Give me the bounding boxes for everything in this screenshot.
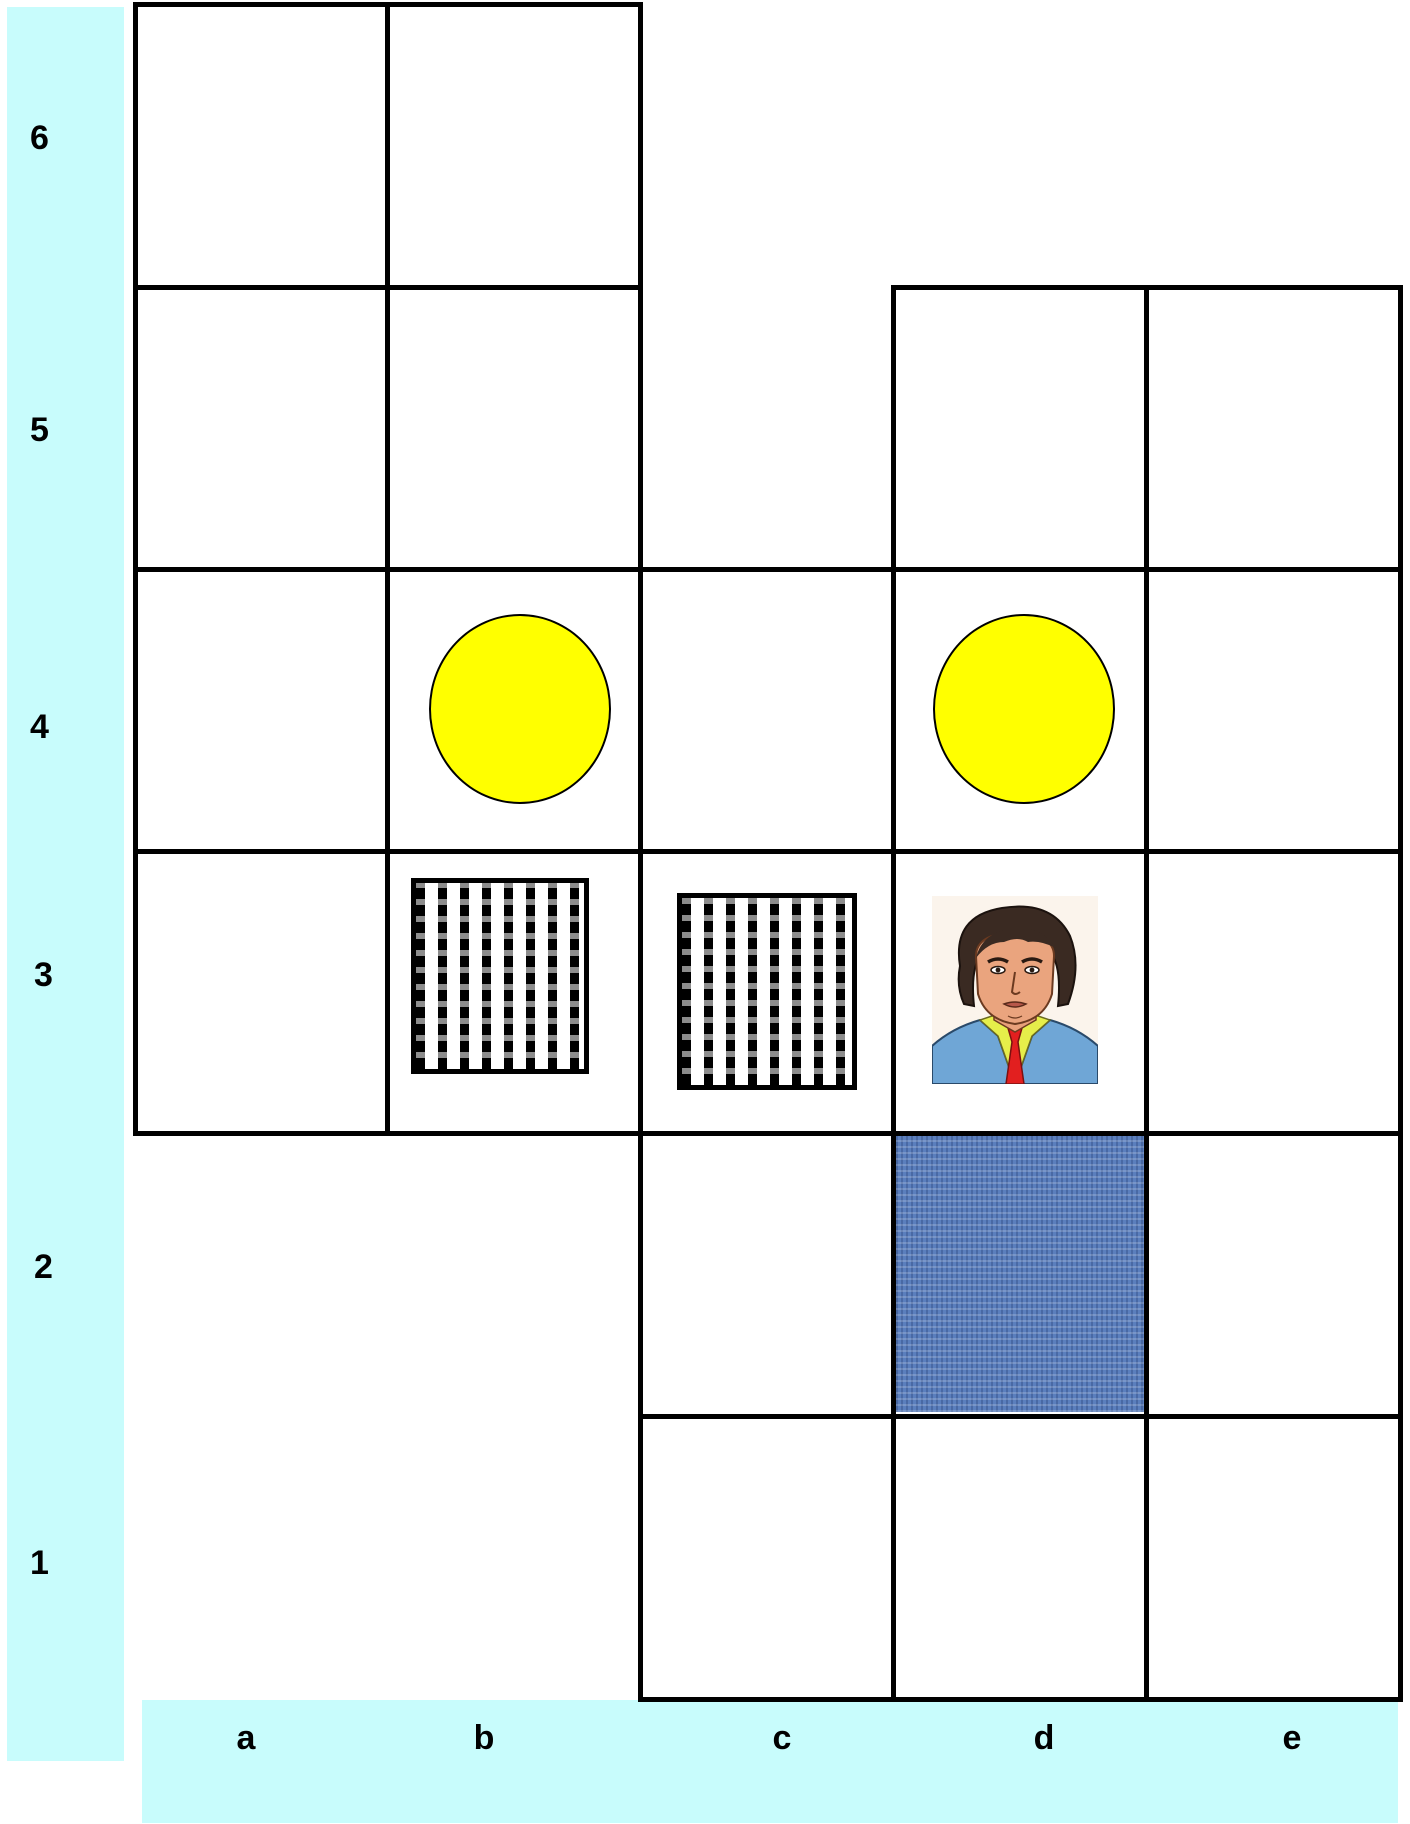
board-square-a4[interactable]	[133, 567, 390, 854]
checkered-block-c3[interactable]	[677, 893, 857, 1090]
board-square-e4[interactable]	[1144, 567, 1403, 854]
board-square-b6[interactable]	[385, 2, 643, 290]
board-square-a3[interactable]	[133, 849, 390, 1136]
board-square-a5[interactable]	[133, 285, 390, 572]
rank-label-1: 1	[30, 1543, 70, 1583]
file-label-e: e	[1262, 1718, 1322, 1758]
board-square-c4[interactable]	[638, 567, 896, 854]
board-square-a6[interactable]	[133, 2, 390, 290]
water-tile	[896, 1136, 1144, 1412]
board-square-b5[interactable]	[385, 285, 643, 572]
rank-label-3: 3	[34, 955, 74, 995]
board-square-e5[interactable]	[1144, 285, 1403, 572]
rank-label-4: 4	[30, 707, 70, 747]
board-square-c2[interactable]	[638, 1131, 896, 1419]
file-label-d: d	[1014, 1718, 1074, 1758]
board-square-e2[interactable]	[1144, 1131, 1403, 1419]
board-square-c1[interactable]	[638, 1414, 896, 1702]
rank-label-5: 5	[30, 410, 70, 450]
board-square-e1[interactable]	[1144, 1414, 1403, 1702]
file-label-c: c	[752, 1718, 812, 1758]
yellow-token-b4[interactable]	[429, 614, 611, 804]
rank-label-bar	[7, 7, 124, 1761]
rank-label-2: 2	[34, 1247, 74, 1287]
file-label-a: a	[216, 1718, 276, 1758]
player-portrait[interactable]	[932, 896, 1098, 1084]
board-square-d1[interactable]	[891, 1414, 1149, 1702]
checkered-block-b3[interactable]	[411, 878, 589, 1074]
man-portrait-icon	[932, 896, 1098, 1084]
yellow-token-d4[interactable]	[933, 614, 1115, 804]
board-square-d5[interactable]	[891, 285, 1149, 572]
board-square-e3[interactable]	[1144, 849, 1403, 1136]
rank-label-6: 6	[30, 118, 70, 158]
file-label-b: b	[454, 1718, 514, 1758]
